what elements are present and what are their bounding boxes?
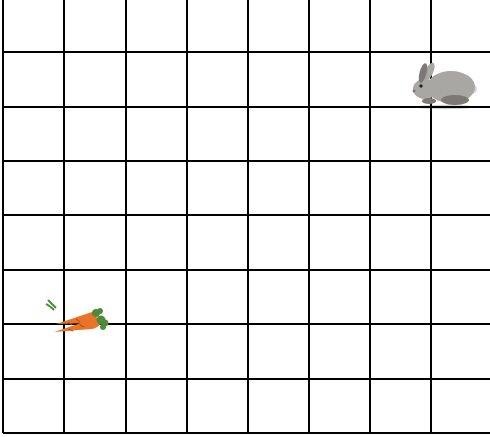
grid-cell[interactable]	[370, 379, 431, 433]
grid-cell[interactable]	[309, 270, 370, 324]
grid-cell[interactable]	[431, 215, 490, 270]
grid-cell[interactable]	[309, 379, 370, 433]
grid-cell[interactable]	[431, 324, 490, 379]
rabbit-nose	[413, 90, 416, 93]
grid-cell[interactable]	[431, 107, 490, 161]
grid-cells[interactable]	[3, 0, 490, 433]
grid-cell[interactable]	[309, 0, 370, 52]
grid-cell[interactable]	[3, 324, 64, 379]
grid-cell[interactable]	[126, 215, 187, 270]
grid-cell[interactable]	[431, 379, 490, 433]
grid-cell[interactable]	[370, 215, 431, 270]
grid-cell[interactable]	[248, 379, 309, 433]
rabbit-front-paw	[422, 98, 436, 104]
grid-cell[interactable]	[248, 215, 309, 270]
grid-cell[interactable]	[248, 52, 309, 107]
grid-cell[interactable]	[248, 0, 309, 52]
grid-cell[interactable]	[248, 324, 309, 379]
grid-cell[interactable]	[3, 0, 64, 52]
grid-cell[interactable]	[64, 379, 126, 433]
grid-cell[interactable]	[370, 107, 431, 161]
grid-cell[interactable]	[187, 161, 248, 215]
grid-cell[interactable]	[187, 107, 248, 161]
rabbit-eye	[419, 84, 422, 87]
grid-cell[interactable]	[3, 379, 64, 433]
grid-cell[interactable]	[126, 0, 187, 52]
grid-cell[interactable]	[187, 0, 248, 52]
grid-cell[interactable]	[3, 107, 64, 161]
grid-cell[interactable]	[64, 161, 126, 215]
grid-cell[interactable]	[3, 270, 64, 324]
grid-cell[interactable]	[64, 324, 126, 379]
grid-cell[interactable]	[187, 215, 248, 270]
grid-cell[interactable]	[187, 270, 248, 324]
grid-cell[interactable]	[248, 270, 309, 324]
rabbit-ground-shadow	[415, 105, 475, 109]
grid-cell[interactable]	[3, 215, 64, 270]
grid-cell[interactable]	[126, 107, 187, 161]
grid-cell[interactable]	[309, 215, 370, 270]
rabbit-hind-leg	[441, 95, 469, 105]
grid-cell[interactable]	[309, 324, 370, 379]
grid-cell[interactable]	[64, 215, 126, 270]
grid-cell[interactable]	[370, 0, 431, 52]
grid-cell[interactable]	[126, 379, 187, 433]
carrot-leaf	[97, 308, 103, 314]
grid-cell[interactable]	[309, 161, 370, 215]
grid-cell[interactable]	[370, 161, 431, 215]
grid-cell[interactable]	[248, 107, 309, 161]
grid-cell[interactable]	[431, 0, 490, 52]
grid-cell[interactable]	[126, 270, 187, 324]
grid-cell[interactable]	[64, 107, 126, 161]
grid-cell[interactable]	[370, 270, 431, 324]
grid-cell[interactable]	[370, 324, 431, 379]
grid-cell[interactable]	[3, 52, 64, 107]
grid-cell[interactable]	[309, 107, 370, 161]
grid-cell[interactable]	[187, 52, 248, 107]
grid-cell[interactable]	[3, 161, 64, 215]
grid-cell[interactable]	[187, 379, 248, 433]
grid-cell[interactable]	[64, 0, 126, 52]
grid-cell[interactable]	[431, 270, 490, 324]
grid-cell[interactable]	[248, 161, 309, 215]
grid-cell[interactable]	[64, 52, 126, 107]
grid-cell[interactable]	[309, 52, 370, 107]
grid-cell[interactable]	[126, 324, 187, 379]
grid-cell[interactable]	[187, 324, 248, 379]
grid-cell[interactable]	[126, 52, 187, 107]
rabbit-head	[413, 79, 437, 99]
grid-cell[interactable]	[126, 161, 187, 215]
carrot-leaf	[100, 324, 106, 330]
grid-cell[interactable]	[431, 161, 490, 215]
